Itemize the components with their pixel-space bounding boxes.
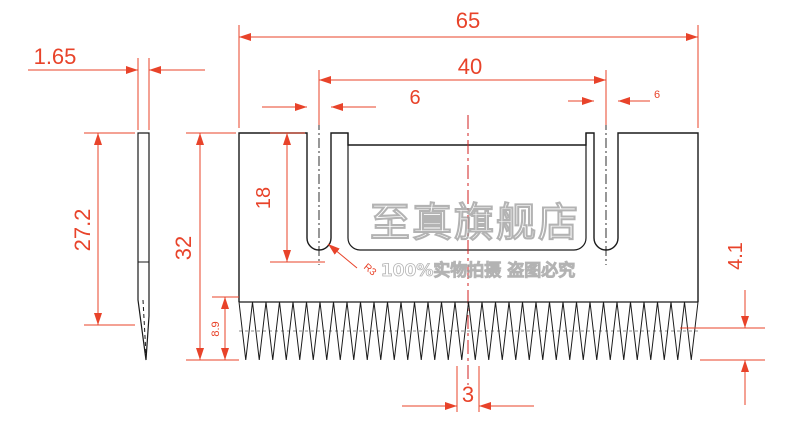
side-view-bevel-hidden-line bbox=[142, 299, 147, 356]
label-tooth-zone-height: 8.9 bbox=[210, 321, 222, 336]
dimension-labels: 65 40 6 6 1.65 27.2 32 18 R3 8.9 4.1 3 bbox=[34, 8, 747, 407]
label-slot-spacing: 40 bbox=[458, 54, 482, 79]
front-view bbox=[238, 115, 699, 385]
tooth-profile bbox=[238, 301, 699, 361]
label-tooth-depth: 4.1 bbox=[725, 242, 747, 270]
dim-line-slot-radius bbox=[327, 243, 358, 269]
label-slot-width-left: 6 bbox=[409, 87, 420, 109]
label-overall-height: 32 bbox=[171, 236, 196, 260]
watermark-subtitle: 100%实物拍摄 盗图必究 bbox=[381, 260, 575, 281]
inner-window bbox=[347, 133, 587, 251]
side-view bbox=[137, 132, 150, 361]
label-slot-depth: 18 bbox=[253, 187, 275, 209]
watermark-title: 至真旗舰店 bbox=[370, 200, 580, 246]
label-overall-width: 65 bbox=[456, 8, 480, 33]
side-view-outline bbox=[137, 132, 150, 361]
label-slot-radius: R3 bbox=[361, 262, 378, 279]
dimensions bbox=[28, 25, 765, 412]
serrated-teeth bbox=[238, 301, 699, 361]
label-slot-width-right: 6 bbox=[654, 89, 660, 101]
label-blade-thickness: 1.65 bbox=[34, 44, 77, 69]
label-tooth-pitch: 3 bbox=[462, 382, 474, 407]
label-side-height: 27.2 bbox=[70, 209, 95, 252]
watermark: 至真旗舰店 100%实物拍摄 盗图必究 bbox=[370, 200, 580, 282]
blade-outline bbox=[238, 132, 699, 302]
